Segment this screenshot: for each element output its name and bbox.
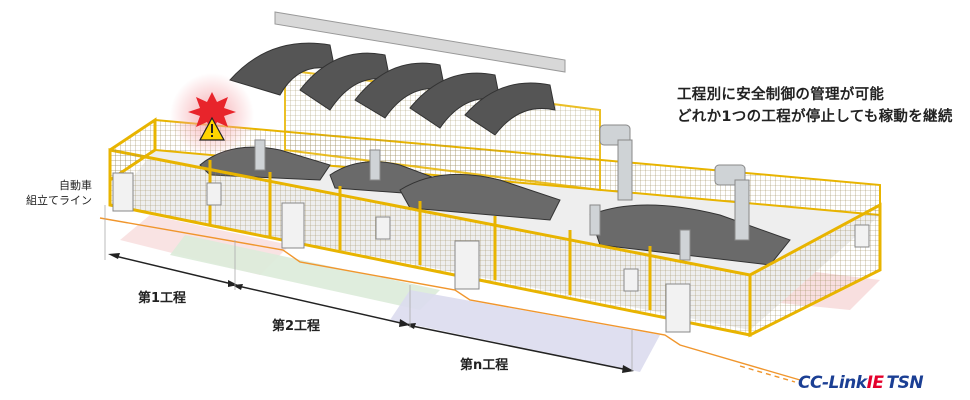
assembly-line-label-2: 組立てライン: [26, 194, 92, 207]
zone-n-floor: [390, 290, 660, 372]
zone-2-floor: [170, 235, 440, 310]
step-2-label: 第2工程: [272, 319, 321, 334]
zone-guides: [104, 205, 633, 372]
step-n-label: 第n工程: [460, 358, 509, 373]
step-arrows: [114, 255, 629, 371]
caption-line-2: どれか1つの工程が停止しても稼動を継続: [677, 109, 953, 125]
arrow-heads: [108, 253, 634, 373]
assembly-line-label: 自動車 組立てライン: [20, 178, 92, 208]
network-cable: [99, 217, 801, 381]
left-fence: [108, 117, 157, 183]
warning-burst: [188, 92, 236, 132]
robot-arm-icon: [254, 124, 750, 261]
caption-line-1: 工程別に安全制御の管理が可能: [677, 87, 885, 103]
caption: 工程別に安全制御の管理が可能 どれか1つの工程が停止しても稼動を継続: [677, 84, 953, 128]
network-cable-dashed: [739, 365, 796, 383]
logo-cc: CC-Link: [798, 373, 867, 393]
step-1-label: 第1工程: [138, 291, 187, 306]
assembly-line-label-1: 自動車: [59, 179, 92, 192]
overhead-rail: [274, 11, 566, 73]
logo-ie: IE: [866, 373, 884, 393]
control-panel-icon: [112, 172, 870, 333]
warning-icon: [198, 116, 226, 141]
right-fence: [748, 202, 882, 338]
logo-tsn: TSN: [886, 373, 924, 393]
hanging-car-bodies: [229, 42, 556, 136]
